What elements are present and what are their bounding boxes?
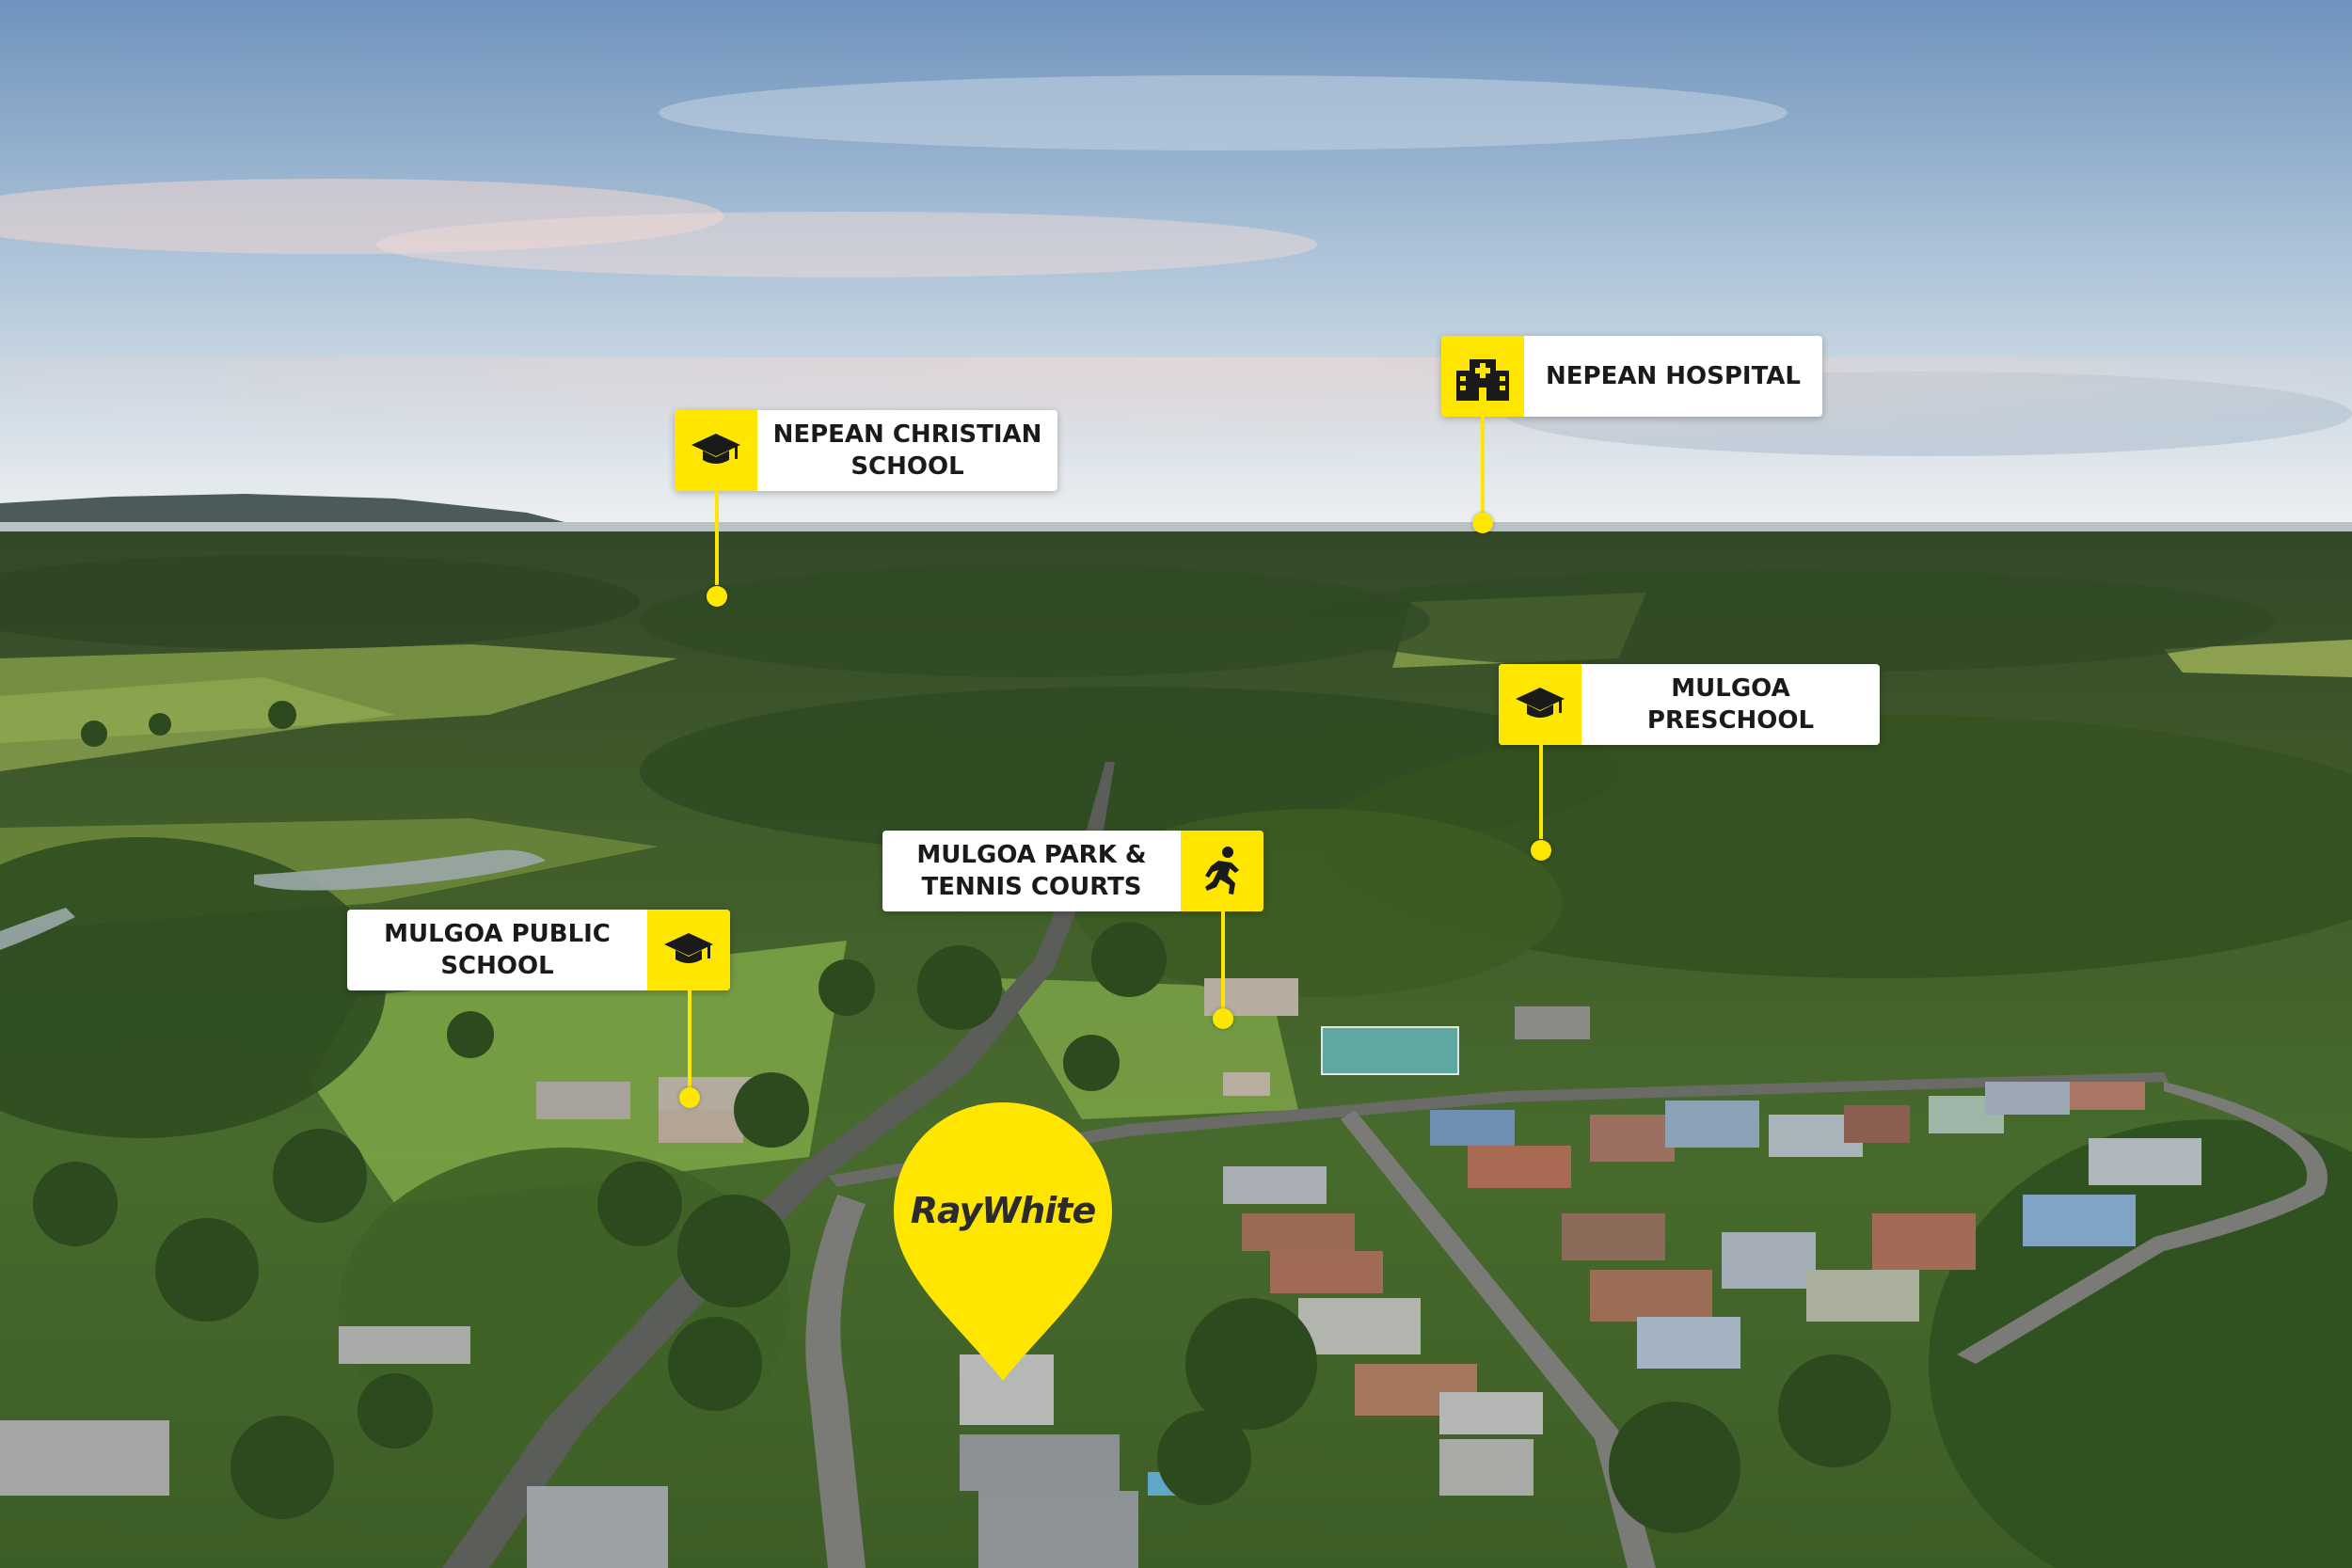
location-dot bbox=[1472, 513, 1493, 533]
icon-box bbox=[1499, 664, 1581, 745]
raywhite-logo: RayWhite bbox=[910, 1190, 1096, 1231]
graduation-cap-icon bbox=[1516, 688, 1565, 718]
callout-label: MULGOA PRESCHOOL bbox=[1646, 674, 1815, 735]
location-dot bbox=[707, 586, 727, 607]
tree-cluster bbox=[0, 555, 640, 649]
paddock bbox=[2164, 640, 2352, 677]
paddock bbox=[0, 677, 395, 771]
tree-cluster bbox=[1298, 569, 2277, 673]
callout-mulgoa-park-tennis-courts: MULGOA PARK & TENNIS COURTS bbox=[882, 831, 1263, 911]
side-road bbox=[1341, 1110, 1656, 1568]
callout-mulgoa-preschool: MULGOA PRESCHOOL bbox=[1499, 664, 1880, 745]
tree-cluster bbox=[1317, 715, 2352, 978]
main-road bbox=[442, 762, 1115, 1568]
icon-box bbox=[647, 910, 730, 990]
graduation-cap-icon bbox=[691, 434, 740, 464]
callout-label: MULGOA PUBLIC SCHOOL bbox=[384, 920, 611, 980]
tree-cluster bbox=[0, 837, 386, 1138]
location-dot bbox=[1531, 840, 1551, 861]
callout-stem bbox=[1481, 417, 1485, 515]
callout-label: NEPEAN HOSPITAL bbox=[1546, 362, 1801, 390]
icon-box bbox=[1181, 831, 1263, 911]
tennis-courts bbox=[1321, 1026, 1459, 1075]
horizon-haze bbox=[0, 522, 2352, 533]
scattered-trees bbox=[33, 701, 1891, 1533]
hospital-icon bbox=[1456, 359, 1509, 401]
icon-box bbox=[1441, 336, 1524, 417]
river bbox=[254, 849, 546, 891]
location-dot bbox=[1213, 1008, 1233, 1029]
callout-mulgoa-public-school: MULGOA PUBLIC SCHOOL bbox=[347, 910, 730, 990]
callout-nepean-christian-school: NEPEAN CHRISTIAN SCHOOL bbox=[675, 410, 1057, 491]
running-person-icon bbox=[1205, 847, 1239, 895]
location-pin-icon bbox=[894, 1102, 1112, 1381]
callout-label: NEPEAN CHRISTIAN SCHOOL bbox=[772, 420, 1042, 481]
cloud bbox=[0, 179, 724, 254]
side-road bbox=[1957, 1082, 2328, 1364]
location-dot bbox=[679, 1087, 700, 1108]
side-road bbox=[805, 1195, 866, 1568]
callout-stem bbox=[715, 491, 719, 585]
callout-stem bbox=[1539, 745, 1543, 839]
callout-nepean-hospital: NEPEAN HOSPITAL bbox=[1441, 336, 1822, 417]
cloud bbox=[659, 75, 1788, 150]
callout-stem bbox=[688, 990, 691, 1094]
river bbox=[0, 908, 75, 950]
callout-label: MULGOA PARK & TENNIS COURTS bbox=[916, 841, 1147, 901]
graduation-cap-icon bbox=[664, 933, 713, 963]
icon-box bbox=[675, 410, 757, 491]
cloud bbox=[376, 212, 1317, 277]
tree-cluster bbox=[640, 564, 1430, 677]
callout-stem bbox=[1221, 911, 1225, 1015]
